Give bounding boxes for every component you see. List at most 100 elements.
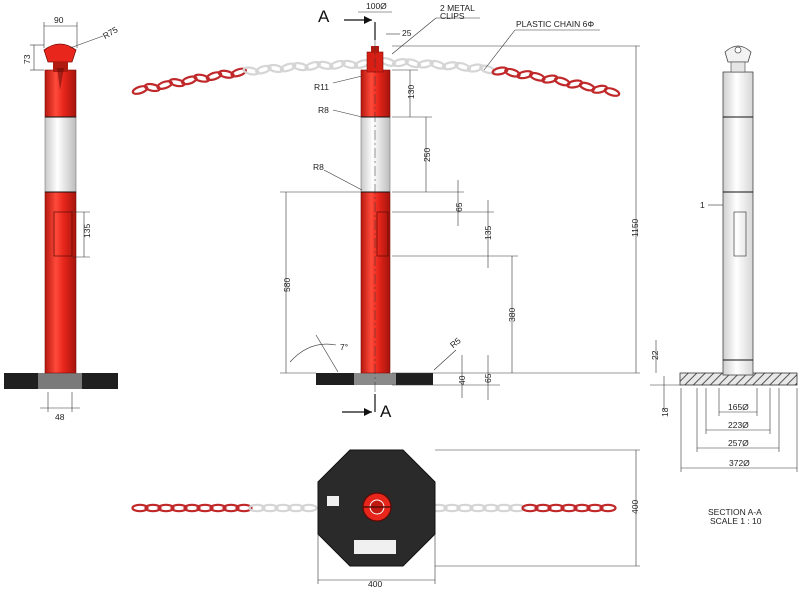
chain-link xyxy=(521,503,539,513)
dim-r11: R11 xyxy=(314,82,329,92)
section-marker-bottom: A xyxy=(380,402,392,421)
chain-link xyxy=(454,61,471,72)
chain-link xyxy=(469,503,487,513)
section-marker-top: A xyxy=(318,7,330,26)
chain-link xyxy=(391,58,409,68)
section-cap xyxy=(724,45,752,63)
section-dia-label: 372Ø xyxy=(729,458,750,468)
dim-cap-dia: 100Ø xyxy=(366,1,387,11)
section-label-panel xyxy=(733,211,747,257)
chain-link xyxy=(131,503,149,513)
chain-link xyxy=(586,503,604,513)
chain-link xyxy=(495,503,513,513)
side-radius: R75 xyxy=(101,24,120,41)
chain-link xyxy=(479,64,496,75)
chain-link xyxy=(529,71,546,82)
chain-link xyxy=(181,75,198,86)
chain-link xyxy=(416,59,434,69)
chain-link xyxy=(287,503,305,513)
chain-link xyxy=(443,503,461,513)
chain-link xyxy=(547,503,565,513)
chain-link xyxy=(183,503,201,513)
dim-h135: 135 xyxy=(483,226,493,240)
top-label-2 xyxy=(354,540,396,554)
chain-link xyxy=(573,503,591,513)
dim-total-height: 1150 xyxy=(630,218,640,237)
chain-link xyxy=(279,62,297,73)
chain-link xyxy=(534,503,552,513)
side-panel-height: 135 xyxy=(82,224,92,238)
dim-h40: 40 xyxy=(457,375,467,385)
callout-metal-clips-2: CLIPS xyxy=(440,11,465,21)
front-label-panel xyxy=(376,211,389,257)
chain-link xyxy=(261,503,279,513)
chain-link xyxy=(170,503,188,513)
side-reflective-band xyxy=(44,116,77,193)
dim-angle: 7° xyxy=(340,342,348,352)
chain-link xyxy=(222,503,240,513)
chain-link xyxy=(230,67,247,78)
chain-link xyxy=(267,63,285,74)
chain-link xyxy=(429,59,447,70)
dim-h580: 580 xyxy=(282,278,292,292)
side-post-lower xyxy=(44,191,77,374)
side-post-upper xyxy=(44,69,77,118)
chain-link xyxy=(209,503,227,513)
section-dia-label: 223Ø xyxy=(728,420,749,430)
chain-link xyxy=(599,503,617,513)
chain-link xyxy=(156,80,173,90)
chain-link xyxy=(504,67,521,78)
section-title: SECTION A-A xyxy=(708,507,762,517)
section-scale: SCALE 1 : 10 xyxy=(710,516,762,526)
section-h18: 18 xyxy=(660,407,670,417)
side-top-height: 73 xyxy=(22,54,32,64)
chain-link xyxy=(255,64,272,75)
dim-r8-top: R8 xyxy=(318,105,329,115)
chain-link xyxy=(304,60,321,71)
section-h22: 22 xyxy=(650,350,660,360)
chain-link xyxy=(508,503,526,513)
chain-link xyxy=(157,503,175,513)
side-cap xyxy=(43,43,77,63)
section-dia-label: 257Ø xyxy=(728,438,749,448)
dim-cap-offset: 25 xyxy=(402,28,412,38)
top-view: 400 400 xyxy=(131,449,640,589)
side-base-width: 48 xyxy=(55,412,65,422)
dim-h380: 380 xyxy=(507,308,517,322)
callout-plastic-chain: PLASTIC CHAIN 6Φ xyxy=(516,19,594,29)
top-label-1 xyxy=(327,496,339,506)
front-reflective-band xyxy=(360,116,391,193)
section-view: 1 22 18 165Ø 223Ø 257Ø 372Ø SECTION A-A SCA… xyxy=(650,45,798,526)
side-top-width: 90 xyxy=(54,15,64,25)
dim-h65-upper: 65 xyxy=(454,202,464,212)
chain-link xyxy=(274,503,292,513)
dim-r8-lower: R8 xyxy=(313,162,324,172)
chain-link xyxy=(316,60,334,70)
chain-link xyxy=(456,503,474,513)
section-diameter-dims: 165Ø 223Ø 257Ø 372Ø xyxy=(680,388,798,472)
chain-link xyxy=(329,59,346,70)
front-view: A 2 METAL CLIPS PLASTIC CHAIN 6Φ 100Ø 25 xyxy=(131,1,640,421)
side-base-foot xyxy=(38,373,82,389)
front-chain xyxy=(131,57,621,97)
chain-link xyxy=(404,58,422,69)
chain-link xyxy=(235,503,253,513)
side-view: 90 73 R75 135 48 xyxy=(4,15,120,422)
chain-link xyxy=(482,503,500,513)
front-post-upper xyxy=(360,69,391,118)
top-height-dim: 400 xyxy=(630,500,640,514)
top-width-dim: 400 xyxy=(368,579,382,589)
chain-link xyxy=(560,503,578,513)
chain-link xyxy=(291,62,309,72)
side-label-panel xyxy=(53,211,73,257)
section-wall: 1 xyxy=(700,200,705,210)
chain-link xyxy=(196,503,214,513)
section-dia-label: 165Ø xyxy=(728,402,749,412)
callout-metal-clips-1: 2 METAL xyxy=(440,3,475,13)
chain-link xyxy=(300,503,318,513)
side-cap-neck xyxy=(53,62,68,72)
front-post-lower xyxy=(360,191,391,374)
dim-h250: 250 xyxy=(422,148,432,162)
dim-h65-lower: 65 xyxy=(483,373,493,383)
